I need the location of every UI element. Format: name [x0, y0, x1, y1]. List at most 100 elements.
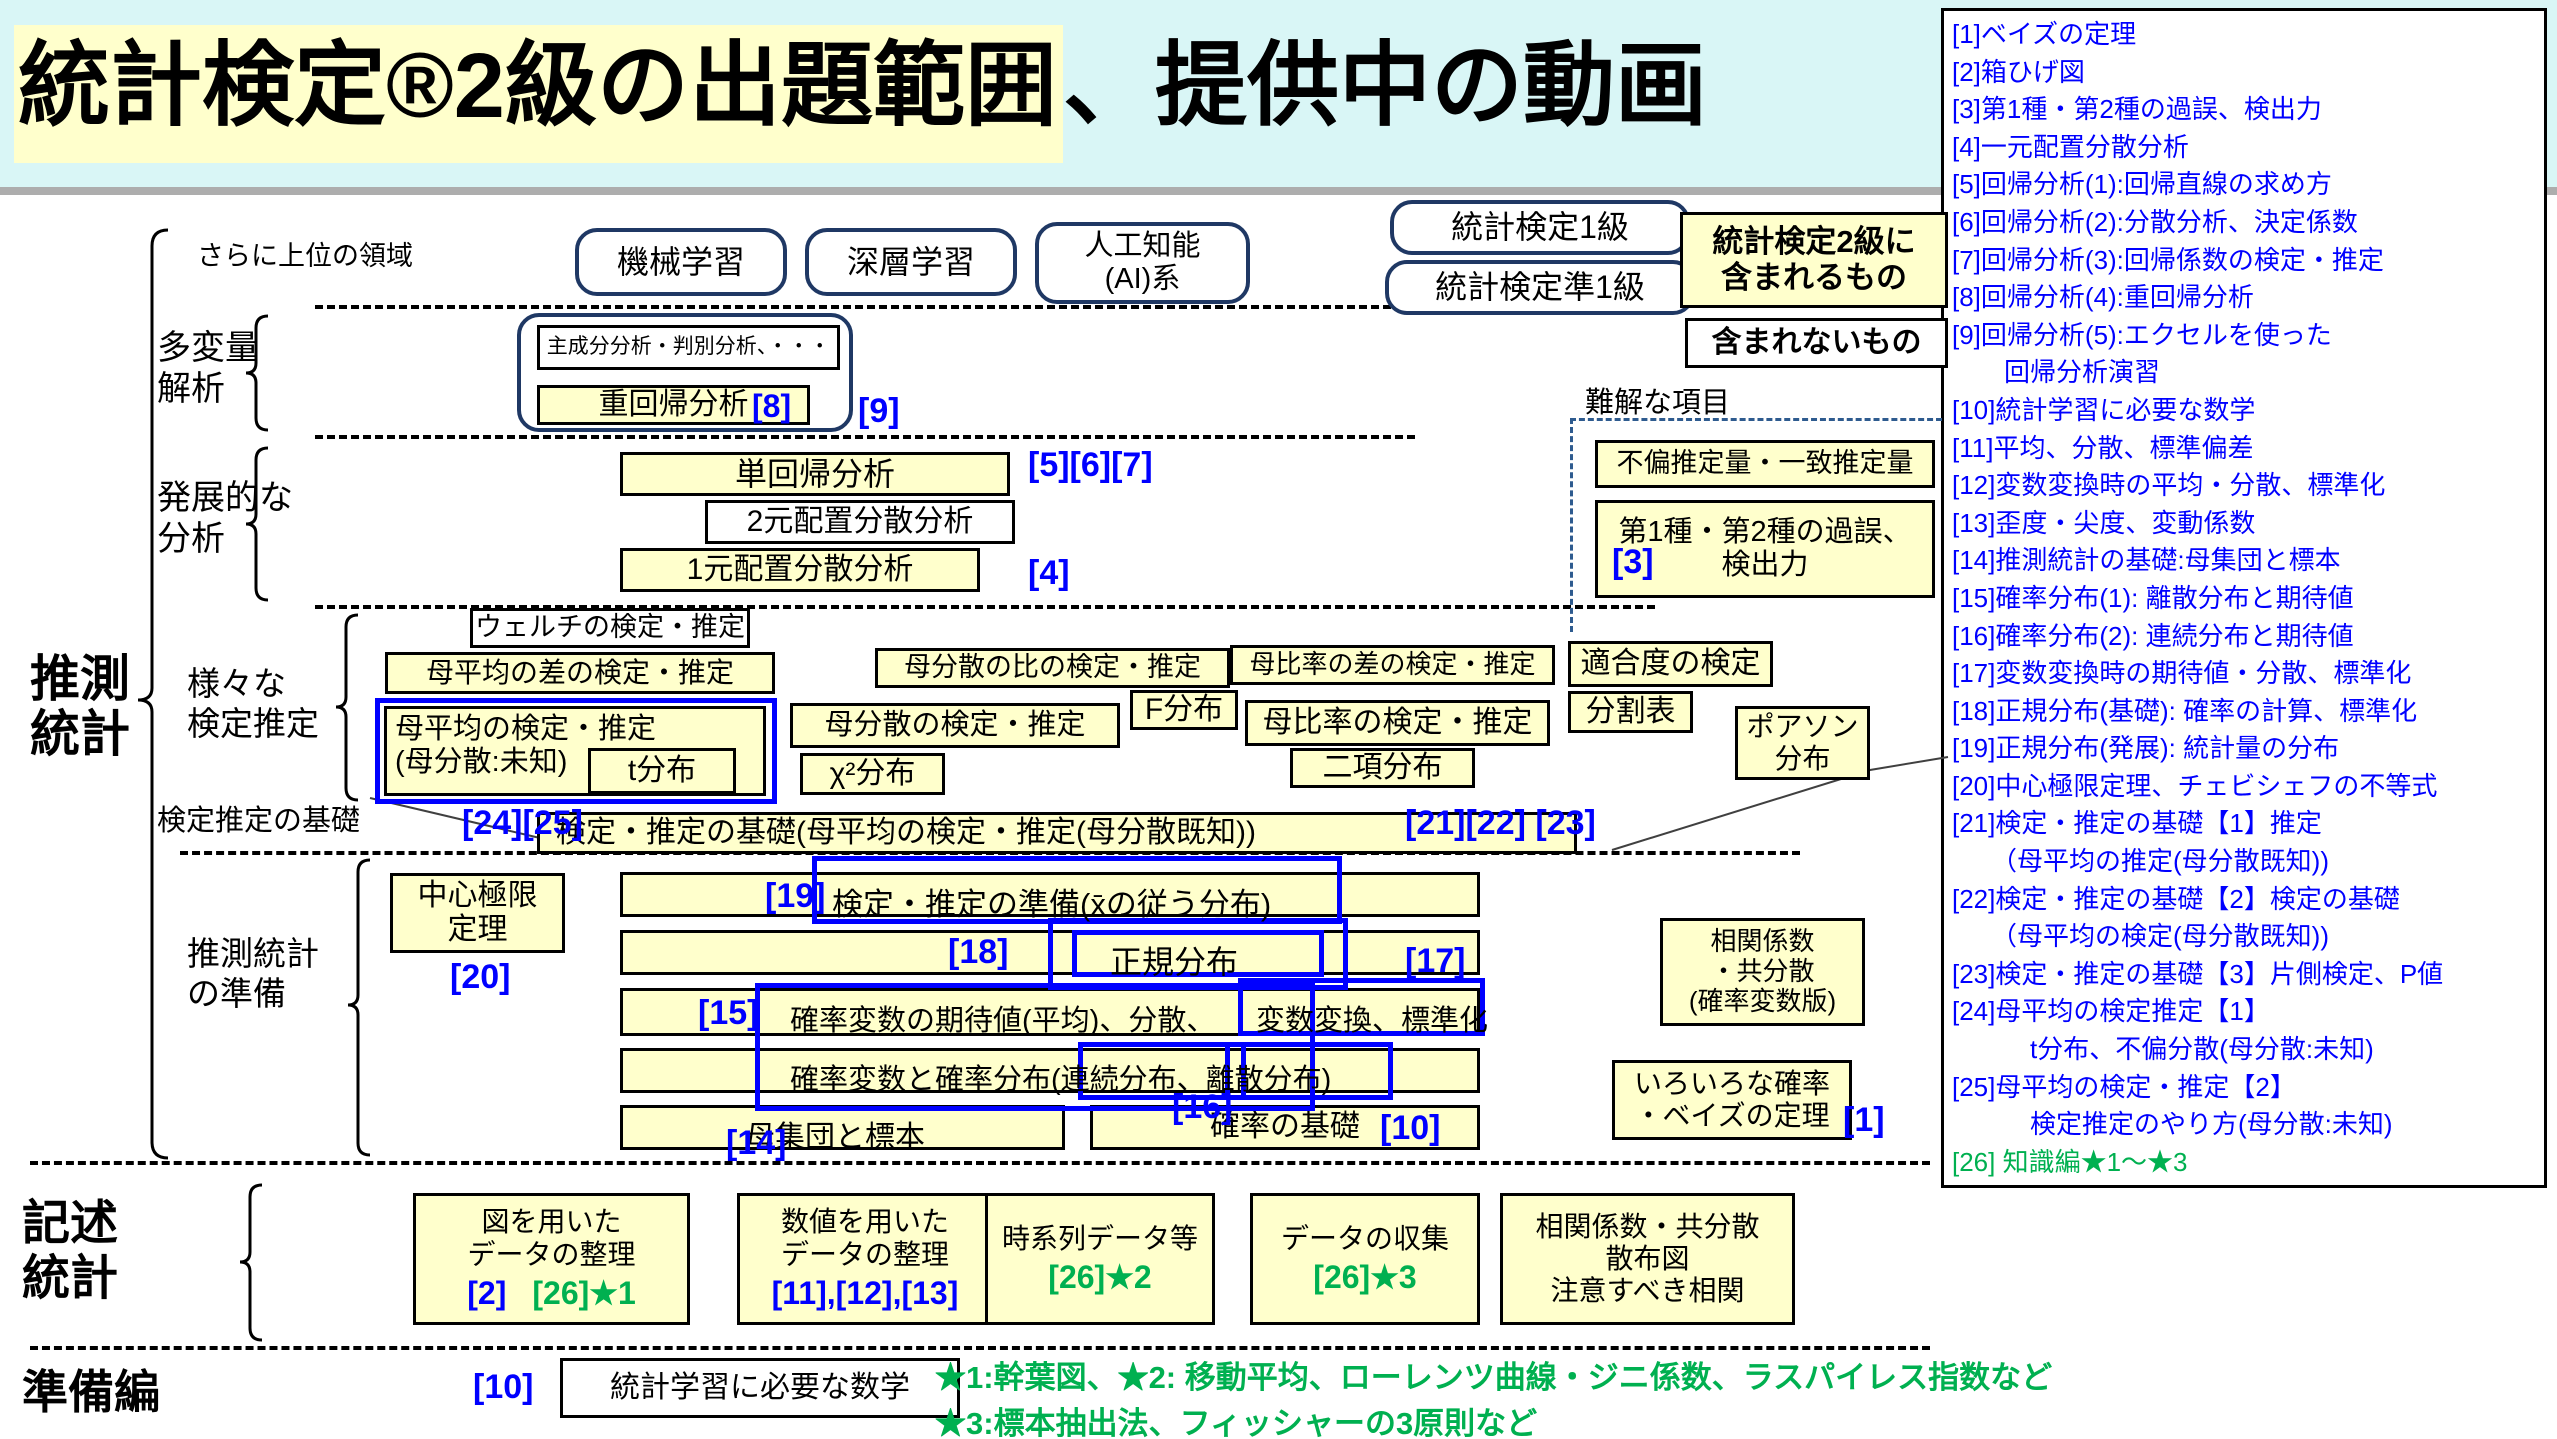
legend-item: [3]第1種・第2種の過誤、検出力 [1952, 94, 2322, 125]
ref-2: [2] [467, 1274, 507, 1311]
legend-item: [2]箱ひげ図 [1952, 56, 2085, 87]
ref-14: [14] [726, 1124, 787, 1162]
divider-advanced [315, 605, 1655, 609]
node-two-way-anova: 2元配置分散分析 [705, 500, 1015, 544]
text-transform: 変数変換、標準化 [1256, 1005, 1489, 1037]
legend-item: [21]検定・推定の基礎【1】推定 [1952, 808, 2322, 839]
figure-data-refs: [2][26]★1 [467, 1275, 636, 1312]
node-numeric-data: 数値を用いた データの整理 [11],[12],[13] [737, 1193, 993, 1325]
label-test-basis: 検定推定の基礎 [157, 805, 361, 837]
node-type-errors: 第1種・第2種の過誤、 検出力 [1595, 500, 1935, 598]
node-unbiased-estimator: 不偏推定量・一致推定量 [1595, 440, 1935, 488]
blue-frame-normal-inner [1072, 930, 1324, 977]
node-various-probability: いろいろな確率 ・ベイズの定理 [1612, 1060, 1852, 1140]
footnote-star3: ★3:標本抽出法、フィッシャーの3原則など [935, 1406, 1538, 1439]
ref-1: [1] [1843, 1101, 1885, 1139]
ref-10-math: [10] [473, 1368, 534, 1406]
footnote-star1-star2: ★1:幹葉図、★2: 移動平均、ローレンツ曲線・ジニ係数、ラスパイレス指数など [935, 1360, 2053, 1395]
page-title: 統計検定®2級の出題範囲、提供中の動画 [14, 6, 1707, 166]
legend-item: （母平均の検定(母分散既知)) [1952, 921, 2329, 952]
label-difficult-items: 難解な項目 [1585, 387, 1731, 419]
text-expectation: 確率変数の期待値(平均)、分散、 [790, 1005, 1216, 1037]
text-test-preparation: 検定・推定の準備(x̄の従う分布) [832, 887, 1272, 922]
text-population-sample: 母集団と標本 [745, 1121, 925, 1154]
difficult-area-dashed-top [1570, 418, 1942, 421]
legend-item: [11]平均、分散、標準偏差 [1952, 432, 2254, 463]
node-variance-test: 母分散の検定・推定 [790, 703, 1120, 748]
legend-list: [1]ベイズの定理[2]箱ひげ図[3]第1種・第2種の過誤、検出力[4]一元配置… [1952, 16, 2536, 1181]
node-multiple-regression: 重回帰分析 [537, 385, 810, 425]
row-random-variables [620, 1048, 1480, 1093]
time-series-refs: [26]★2 [1048, 1259, 1151, 1296]
legend-item: [19]正規分布(発展): 統計量の分布 [1952, 733, 2340, 764]
node-goodness-of-fit: 適合度の検定 [1568, 641, 1773, 687]
legend-item: 検定推定のやり方(母分散:未知) [1952, 1109, 2393, 1140]
ref-19: [19] [765, 877, 826, 915]
node-math-for-statistics: 統計学習に必要な数学 [560, 1358, 960, 1418]
title-divider [0, 187, 2557, 195]
ref-20: [20] [450, 958, 511, 996]
node-figure-data: 図を用いた データの整理 [2][26]★1 [413, 1193, 690, 1325]
data-collection-label: データの収集 [1280, 1222, 1449, 1254]
legend-item: [15]確率分布(1): 離散分布と期待値 [1952, 582, 2354, 613]
ref-5-6-7: [5][6][7] [1028, 446, 1153, 484]
time-series-label: 時系列データ等 [1001, 1222, 1198, 1254]
data-collection-refs: [26]★3 [1313, 1259, 1416, 1296]
brace-descriptive [239, 1183, 263, 1342]
ref-3: [3] [1612, 543, 1654, 581]
mean-test-blue-group [375, 698, 777, 804]
ref-18: [18] [948, 933, 1009, 971]
legend-item: [13]歪度・尖度、変動係数 [1952, 507, 2256, 538]
node-stat-pre-level1: 統計検定準1級 [1385, 260, 1695, 315]
legend-item: [22]検定・推定の基礎【2】検定の基礎 [1952, 883, 2400, 914]
legend-item: （母平均の推定(母分散既知)) [1952, 846, 2329, 877]
node-proportion-diff-test: 母比率の差の検定・推定 [1230, 645, 1555, 685]
text-normal-distribution: 正規分布 [1110, 944, 1239, 980]
label-upper-domains: さらに上位の領域 [197, 241, 413, 271]
node-population-sample [620, 1105, 1065, 1150]
legend-item: [26] 知識編★1～★3 [1952, 1146, 2188, 1177]
key-included: 統計検定2級に 含まれるもの [1680, 212, 1948, 308]
node-simple-regression: 単回帰分析 [620, 452, 1010, 496]
legend-item: [16]確率分布(2): 連続分布と期待値 [1952, 620, 2354, 651]
figure-data-label: 図を用いた データの整理 [467, 1206, 636, 1270]
brace-inference-prep [347, 858, 371, 1157]
ref-11-12-13: [11],[12],[13] [771, 1274, 959, 1311]
label-advanced-analysis: 発展的な 分析 [157, 479, 293, 559]
node-deep-learning: 深層学習 [805, 228, 1017, 296]
legend-item: [8]回帰分析(4):重回帰分析 [1952, 282, 2254, 313]
numeric-data-refs: [11],[12],[13] [772, 1275, 959, 1312]
difficult-area-dashed-left [1570, 418, 1573, 632]
page-title-highlight: 統計検定®2級の出題範囲 [14, 25, 1063, 163]
node-data-collection: データの収集 [26]★3 [1250, 1193, 1480, 1325]
legend-item: [1]ベイズの定理 [1952, 19, 2137, 49]
node-welch-test: ウェルチの検定・推定 [470, 608, 750, 648]
ref-15: [15] [698, 994, 759, 1032]
node-t-distribution: t分布 [588, 748, 736, 794]
ref-10-probability: [10] [1380, 1109, 1441, 1147]
node-chi-square-distribution: χ²分布 [800, 753, 945, 795]
legend-item: [14]推測統計の基礎:母集団と標本 [1952, 545, 2341, 576]
row-test-preparation [620, 872, 1480, 917]
ref-24-25: [24][25] [462, 804, 583, 842]
blue-frame-discrete [1225, 1042, 1393, 1100]
node-correlation-rv: 相関係数 ・共分散 (確率変数版) [1660, 918, 1865, 1026]
node-ai: 人工知能 (AI)系 [1035, 222, 1250, 304]
divider-multivariate [315, 435, 1415, 439]
legend-item: 回帰分析演習 [1952, 357, 2161, 388]
page-title-rest: 、提供中の動画 [1062, 35, 1707, 137]
node-stat-level1: 統計検定1級 [1390, 200, 1690, 255]
node-f-distribution: F分布 [1130, 690, 1238, 730]
ref-17: [17] [1405, 942, 1466, 980]
label-inference-prep: 推測統計 の準備 [187, 935, 319, 1013]
brace-various-tests [335, 613, 359, 802]
legend-item: [5]回帰分析(1):回帰直線の求め方 [1952, 169, 2332, 200]
legend-item: [20]中心極限定理、チェビシェフの不等式 [1952, 770, 2438, 801]
legend-item: [9]回帰分析(5):エクセルを使った [1952, 319, 2332, 350]
node-poisson-distribution: ポアソン 分布 [1735, 706, 1870, 780]
node-time-series: 時系列データ等 [26]★2 [985, 1193, 1215, 1325]
blue-frame-expectation [755, 983, 1315, 1111]
label-inferential-statistics: 推測 統計 [30, 651, 130, 762]
node-binomial-distribution: 二項分布 [1290, 748, 1475, 788]
